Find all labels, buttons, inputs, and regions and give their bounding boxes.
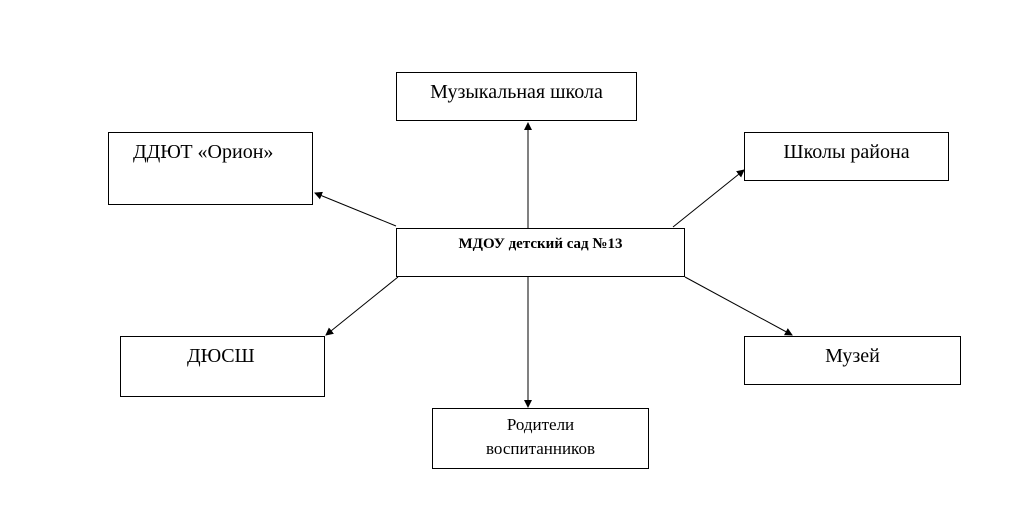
district-schools-box: Школы района [744,132,949,181]
dyussh-box: ДЮСШ [120,336,325,397]
arrow-to-schools [672,169,745,228]
center-node-label: МДОУ детский сад №13 [458,236,623,252]
dyussh-label: ДЮСШ [187,345,255,367]
arrow-to-museum [684,276,793,336]
arrow-to-ddut [314,191,397,227]
parents-label-line1: Родители [506,415,575,434]
ddut-orion-label: ДДЮТ «Орион» [133,141,274,163]
museum-label: Музей [825,345,880,367]
center-node-box: МДОУ детский сад №13 [396,228,685,277]
arrow-to-dyussh [325,276,399,336]
parents-box: Родители воспитанников [432,408,649,469]
ddut-orion-box: ДДЮТ «Орион» [108,132,313,205]
parents-label-line2: воспитанников [486,439,595,458]
music-school-box: Музыкальная школа [396,72,637,121]
museum-box: Музей [744,336,961,385]
district-schools-label: Школы района [783,141,910,163]
music-school-label: Музыкальная школа [430,81,603,103]
